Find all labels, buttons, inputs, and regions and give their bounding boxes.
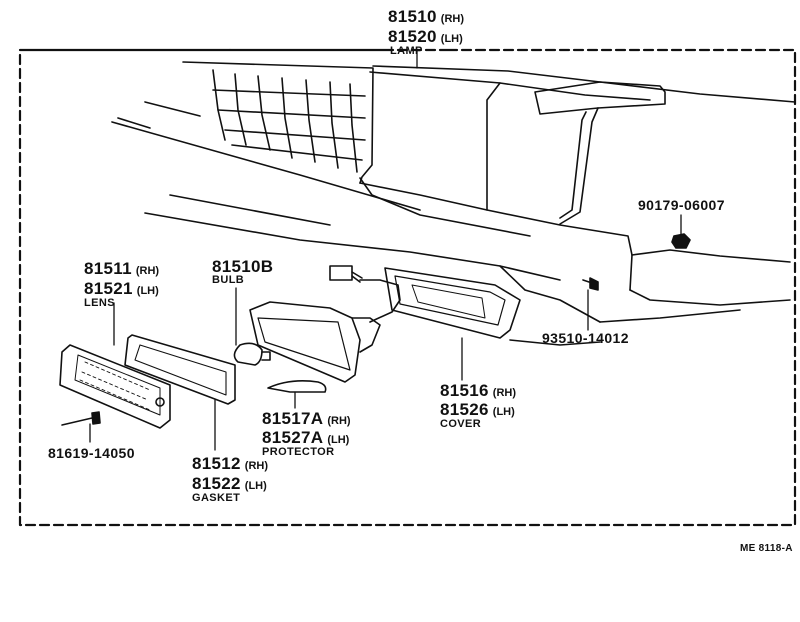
lamp-lh-part-number: 81520 xyxy=(388,27,437,46)
lens-screw-part xyxy=(61,411,101,426)
lamp-housing-part xyxy=(249,265,401,383)
headlamp xyxy=(534,81,666,115)
connector-plug xyxy=(329,265,353,281)
grille xyxy=(182,61,374,184)
lens-screw-part-number: 81619-14050 xyxy=(48,445,135,461)
gasket-rh-part-number: 81512 xyxy=(192,454,241,473)
cover-lh-part-number: 81526 xyxy=(440,400,489,419)
bulb-part-number: 81510B xyxy=(212,257,274,276)
figure-code: ME 8118-A xyxy=(740,543,793,554)
nut-part xyxy=(671,233,691,249)
car-body xyxy=(111,61,796,346)
protector-rh-suffix: (RH) xyxy=(327,415,351,427)
cover-callout: 81516(RH) 81526(LH) COVER xyxy=(440,382,516,430)
cover-caption: COVER xyxy=(440,418,482,430)
gasket-lh-suffix: (LH) xyxy=(244,480,267,492)
protector-callout: 81517A(RH) 81527A(LH) PROTECTOR xyxy=(262,410,351,458)
gasket-part xyxy=(124,334,236,405)
protector-part xyxy=(267,380,327,393)
cover-rh-suffix: (RH) xyxy=(492,387,516,399)
bumper xyxy=(359,182,633,291)
gasket-rh-suffix: (RH) xyxy=(244,460,268,472)
bulb-part xyxy=(233,342,271,366)
lamp-rh-suffix: (RH) xyxy=(440,13,464,25)
lamp-caption: LAMP xyxy=(390,45,423,57)
protector-caption: PROTECTOR xyxy=(262,446,335,458)
lens-caption: LENS xyxy=(84,297,115,309)
protector-lh-suffix: (LH) xyxy=(327,434,350,446)
gasket-callout: 81512(RH) 81522(LH) GASKET xyxy=(192,455,268,504)
lamp-callout: 81510(RH) 81520(LH) LAMP xyxy=(388,8,464,57)
cover-part xyxy=(384,267,521,339)
cover-rh-part-number: 81516 xyxy=(440,381,489,400)
lamp-rh-part-number: 81510 xyxy=(388,7,437,26)
lamp-lh-suffix: (LH) xyxy=(440,33,463,45)
leader-lines xyxy=(89,49,682,451)
protector-lh-part-number: 81527A xyxy=(262,428,324,447)
bulb-caption: BULB xyxy=(212,274,245,286)
nut-part-number: 90179-06007 xyxy=(638,197,725,213)
lens-callout: 81511(RH) 81521(LH) LENS xyxy=(84,260,159,309)
lens-part xyxy=(59,344,171,429)
gasket-caption: GASKET xyxy=(192,492,241,504)
gasket-lh-part-number: 81522 xyxy=(192,474,241,493)
body-screw-part-number: 93510-14012 xyxy=(542,330,629,346)
cover-lh-suffix: (LH) xyxy=(492,406,515,418)
lens-lh-part-number: 81521 xyxy=(84,279,133,298)
frame-border xyxy=(18,48,797,527)
lens-rh-part-number: 81511 xyxy=(84,259,132,278)
bulb-callout: 81510B BULB xyxy=(212,258,273,286)
body-screw-part xyxy=(582,277,599,291)
lens-lh-suffix: (LH) xyxy=(136,285,159,297)
protector-rh-part-number: 81517A xyxy=(262,409,324,428)
lens-rh-suffix: (RH) xyxy=(135,265,160,277)
